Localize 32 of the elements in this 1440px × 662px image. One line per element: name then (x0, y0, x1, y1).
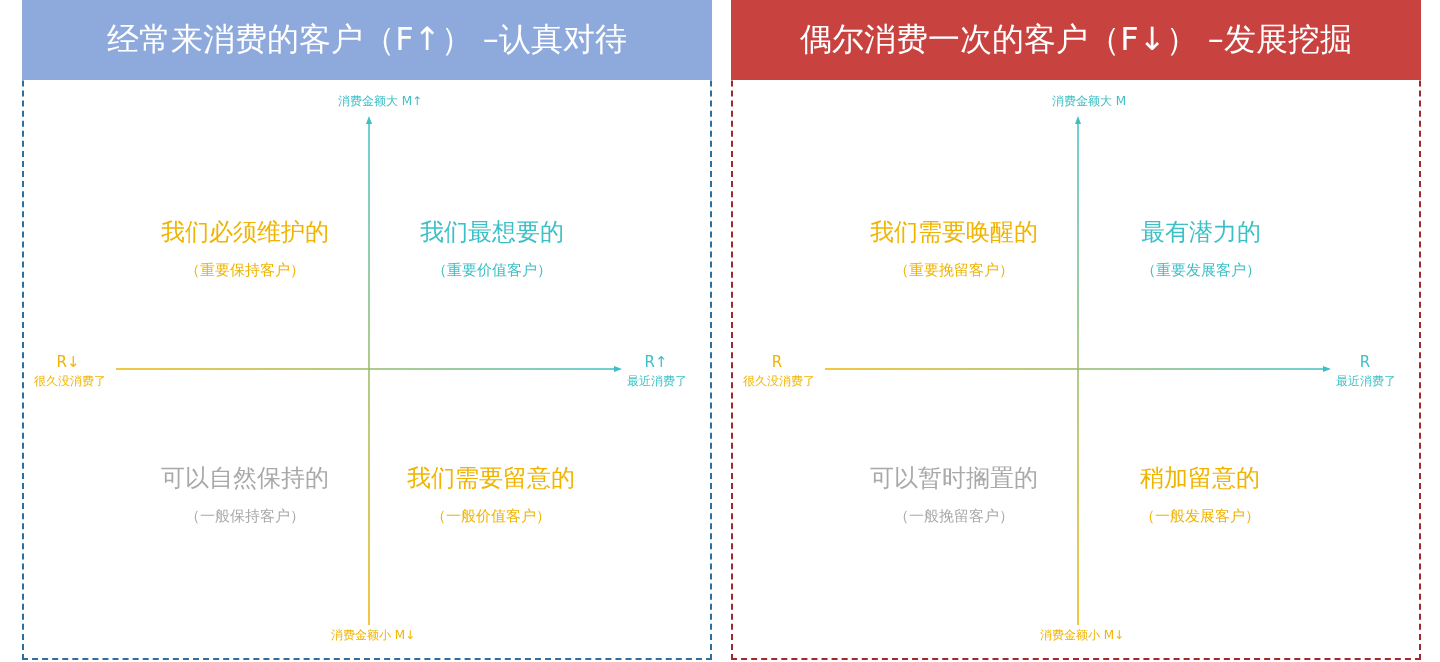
axis-label: R (771, 353, 783, 371)
axis-label: R↓ (56, 353, 80, 371)
quadrant-heading: 我们需要唤醒的 (870, 218, 1038, 246)
axis-caption: 很久没消费了 (34, 375, 106, 389)
axis-caption: 很久没消费了 (743, 375, 815, 389)
quadrant-subtitle: （一般价值客户） (431, 507, 551, 525)
quadrant-subtitle: （重要挽留客户） (894, 261, 1014, 279)
quadrant-heading: 可以自然保持的 (161, 464, 329, 492)
axis-label: 消费金额小 M↓ (1039, 629, 1125, 643)
quadrant-heading: 稍加留意的 (1140, 464, 1260, 492)
axis-label: R↑ (644, 353, 668, 371)
quadrant-panel (22, 0, 712, 660)
title-banner: 偶尔消费一次的客户（F↓） –发展挖掘 (731, 0, 1421, 80)
axis-label: 消费金额大 M↑ (337, 95, 423, 109)
quadrant-subtitle: （一般保持客户） (185, 507, 305, 525)
quadrant-subtitle: （一般发展客户） (1140, 507, 1260, 525)
quadrant-heading: 我们必须维护的 (161, 218, 329, 246)
axis-label: R (1359, 353, 1371, 371)
axis-label: 消费金额小 M↓ (330, 629, 416, 643)
quadrant-subtitle: （重要保持客户） (185, 261, 305, 279)
quadrant-subtitle: （一般挽留客户） (894, 507, 1014, 525)
axis-caption: 最近消费了 (627, 375, 687, 389)
quadrant-heading: 可以暂时搁置的 (870, 464, 1038, 492)
quadrant-heading: 我们需要留意的 (407, 464, 575, 492)
quadrant-subtitle: （重要价值客户） (432, 261, 552, 279)
axis-caption: 最近消费了 (1336, 375, 1396, 389)
title-banner: 经常来消费的客户（F↑） –认真对待 (22, 0, 712, 80)
axis-label: 消费金额大 M (1051, 95, 1127, 109)
quadrant-heading: 最有潜力的 (1141, 218, 1261, 246)
quadrant-heading: 我们最想要的 (420, 218, 564, 246)
quadrant-subtitle: （重要发展客户） (1141, 261, 1261, 279)
quadrant-panel (731, 0, 1421, 660)
